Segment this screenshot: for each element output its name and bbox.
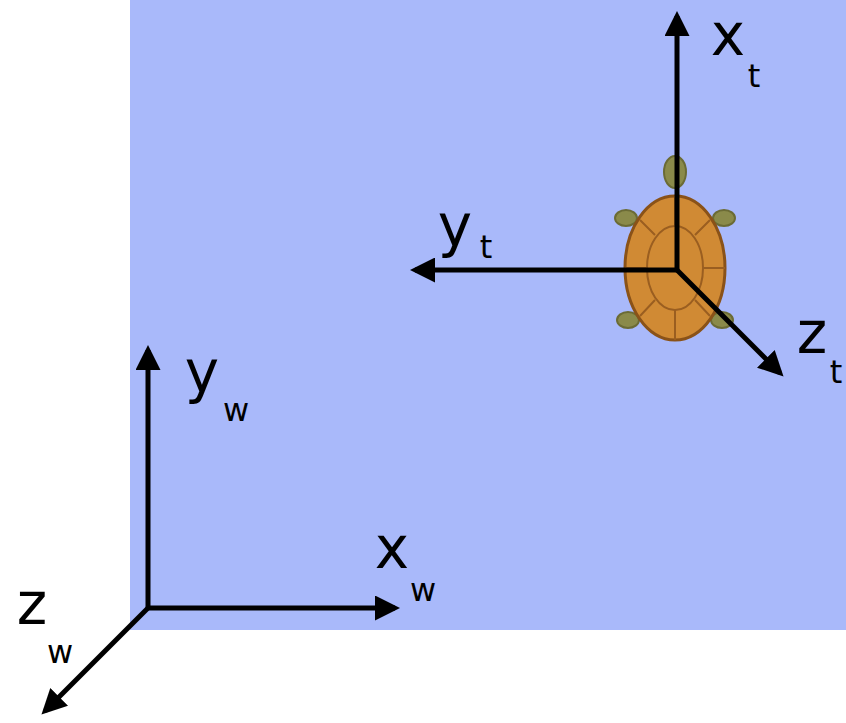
plane-background — [130, 0, 846, 630]
axis-letter: z — [17, 575, 47, 633]
axis-subscript: t — [480, 231, 493, 263]
axis-letter: y — [438, 197, 472, 255]
axis-subscript: t — [830, 356, 843, 388]
turtle-x-axis — [675, 16, 680, 272]
axis-subscript: t — [748, 60, 761, 92]
axis-subscript: w — [223, 394, 249, 426]
world-z-axis — [45, 608, 148, 711]
turtle-z-axis — [677, 270, 780, 373]
turtle-y-axis — [415, 268, 677, 273]
axis-arrows — [45, 16, 780, 711]
world-x-axis — [146, 606, 395, 611]
axis-letter: y — [185, 343, 219, 401]
axis-letter: x — [711, 6, 745, 64]
axis-letter: x — [375, 519, 409, 577]
axis-subscript: w — [410, 574, 436, 606]
world-y-axis — [146, 350, 151, 610]
axis-letter: z — [797, 304, 827, 362]
axis-subscript: w — [47, 636, 73, 668]
